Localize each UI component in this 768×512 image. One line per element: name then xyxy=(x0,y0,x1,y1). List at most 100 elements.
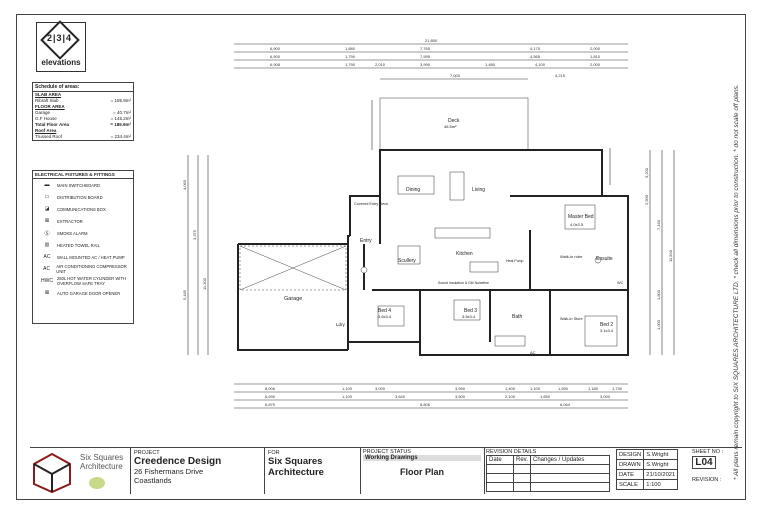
firm-name: Six Squares Architecture xyxy=(80,453,124,471)
ac-unit-label: AC xyxy=(530,350,536,355)
towel-rail-icon: ▥ xyxy=(44,242,50,248)
room-bath: Bath xyxy=(512,314,523,320)
sheet-number: L04 xyxy=(692,456,716,469)
smoke-alarm-icon: Ⓢ xyxy=(44,230,50,237)
svg-text:2,000: 2,000 xyxy=(590,46,601,51)
svg-text:2,900: 2,900 xyxy=(644,194,649,205)
room-wc: WC xyxy=(617,281,624,285)
room-garage: Garage xyxy=(284,296,302,302)
leaf-badge-icon xyxy=(89,477,105,489)
room-deck: Deck xyxy=(448,118,460,124)
room-bed-3-dim: 3.5x3.4 xyxy=(462,314,476,319)
svg-text:1,180: 1,180 xyxy=(588,386,599,391)
svg-text:3,500: 3,500 xyxy=(455,394,466,399)
project-status: Working Drawings xyxy=(363,455,481,461)
room-kitchen: Kitchen xyxy=(456,251,473,257)
svg-text:1,880: 1,880 xyxy=(345,46,356,51)
legend-item: ⊠AUTO GARAGE DOOR OPENER xyxy=(33,287,133,299)
room-bed-2: Bed 2 xyxy=(600,322,613,328)
room-dining: Dining xyxy=(406,187,420,193)
room-walkin-robe: Walk-in robe xyxy=(560,254,583,259)
svg-text:7,160: 7,160 xyxy=(656,219,661,230)
house-walls xyxy=(237,149,629,356)
room-master-dim: 4.0x3.5 xyxy=(570,222,584,227)
room-living: Living xyxy=(472,187,485,193)
svg-text:4,060: 4,060 xyxy=(182,179,187,190)
svg-text:7,000: 7,000 xyxy=(450,73,461,78)
svg-text:1,100: 1,100 xyxy=(342,386,353,391)
svg-text:1,810: 1,810 xyxy=(590,54,601,59)
svg-text:1,400: 1,400 xyxy=(505,386,516,391)
sheet-title: Floor Plan xyxy=(399,467,444,477)
vertical-dimension-text: 3,200 2,900 7,160 11,500 1,800 1,000 4,0… xyxy=(182,167,673,330)
svg-text:3,375: 3,375 xyxy=(192,229,197,240)
schedule-row: Garage= 40.7m² xyxy=(35,110,131,115)
svg-text:7,765: 7,765 xyxy=(420,46,431,51)
schedule-of-areas: Schedule of areas: SLAB AREA Ribraft Sla… xyxy=(32,82,134,141)
sheet-number-panel: SHEET NO : L04 REVISION : xyxy=(692,449,724,483)
svg-text:3,990: 3,990 xyxy=(455,386,466,391)
schedule-heading: Roof Area xyxy=(35,128,57,133)
room-labels: Deck 46.5m² Dining Living Covered Entry … xyxy=(284,118,624,355)
room-bed-4-dim: 3.6x3.4 xyxy=(378,314,392,319)
svg-text:3,640: 3,640 xyxy=(395,394,406,399)
svg-text:8,806: 8,806 xyxy=(420,402,431,407)
room-deck-area: 46.5m² xyxy=(444,124,457,129)
hot-water-cylinder-icon: HWC xyxy=(41,278,53,284)
svg-text:2,000: 2,000 xyxy=(590,62,601,67)
svg-text:5,445: 5,445 xyxy=(182,289,187,300)
dim-total: 21,800 xyxy=(425,38,438,43)
svg-text:6,870: 6,870 xyxy=(265,402,276,407)
svg-text:6,500: 6,500 xyxy=(270,54,281,59)
svg-text:3,990: 3,990 xyxy=(420,62,431,67)
svg-text:6,690: 6,690 xyxy=(265,394,276,399)
extractor-icon: ⊠ xyxy=(44,218,50,224)
svg-text:8,006: 8,006 xyxy=(265,386,276,391)
heat-pump-label: Heat Pump xyxy=(506,259,524,263)
title-block: Six Squares Architecture PROJECT Creeden… xyxy=(30,447,742,494)
svg-text:1,000: 1,000 xyxy=(656,319,661,330)
room-covered-entry: Covered Entry Deck xyxy=(354,202,388,206)
communications-box-icon: ◪ xyxy=(44,206,50,212)
for-panel: FOR Six Squares Architecture xyxy=(268,450,324,478)
address-line-2: Coastlands xyxy=(134,476,172,485)
schedule-heading: FLOOR AREA xyxy=(35,104,65,109)
svg-text:7,595: 7,595 xyxy=(420,54,431,59)
revision-table: Date Rev. Changes / Updates xyxy=(486,455,610,492)
schedule-row-total: Total Floor Area= 185.9m² xyxy=(35,122,131,127)
svg-text:4,565: 4,565 xyxy=(530,54,541,59)
ac-compressor-icon: AC xyxy=(43,266,51,272)
schedule-title: Schedule of areas: xyxy=(33,83,133,92)
room-bed-2-dim: 3.1x3.4 xyxy=(600,328,614,333)
legend-item: ▭DISTRIBUTION BOARD xyxy=(33,191,133,203)
svg-text:1,730: 1,730 xyxy=(612,386,623,391)
svg-text:1,800: 1,800 xyxy=(656,289,661,300)
svg-text:4,215: 4,215 xyxy=(555,73,566,78)
svg-text:1,100: 1,100 xyxy=(530,386,541,391)
legend-item: ⊠EXTRACTOR xyxy=(33,215,133,227)
legend-item: ▥HEATED TOWEL RAIL xyxy=(33,239,133,251)
garage-door-opener-icon: ⊠ xyxy=(44,290,50,296)
room-laundry: Ldry xyxy=(336,322,346,327)
svg-text:1,650: 1,650 xyxy=(540,394,551,399)
legend-item: ◪COMMUNICATIONS BOX xyxy=(33,203,133,215)
switchboard-icon: ▬ xyxy=(44,182,50,188)
address-line-1: 26 Fishermans Drive xyxy=(134,467,204,476)
schedule-row: Ribraft Slab= 185.9m² xyxy=(35,98,131,103)
svg-text:1,480: 1,480 xyxy=(485,62,496,67)
room-bed-4: Bed 4 xyxy=(378,308,391,314)
svg-text:1,790: 1,790 xyxy=(345,62,356,67)
drawing-sheet-border xyxy=(16,14,746,500)
logo-numbers: 2|3|4 xyxy=(47,33,73,43)
project-name: Creedence Design xyxy=(134,456,222,467)
svg-text:11,500: 11,500 xyxy=(668,249,673,262)
svg-text:6,064: 6,064 xyxy=(560,402,571,407)
room-scullery: Scullery xyxy=(398,258,416,264)
schedule-row: G.F House= 145.2m² xyxy=(35,116,131,121)
project-panel: PROJECT Creedence Design 26 Fishermans D… xyxy=(134,450,264,485)
